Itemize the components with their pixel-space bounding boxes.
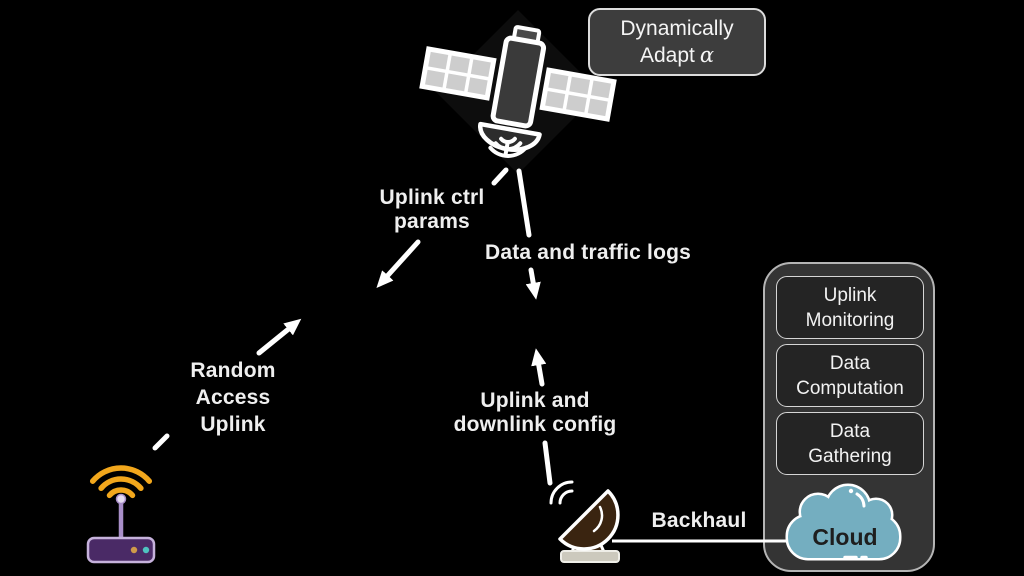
wifi-arcs-icon bbox=[89, 465, 153, 499]
panel-box-label: Data Computation bbox=[796, 352, 904, 399]
random-access-uplink-label: Random Access Uplink bbox=[190, 359, 276, 436]
panel-box-data-gathering: Data Gathering bbox=[776, 412, 924, 475]
data-traffic-logs-arrow bbox=[516, 168, 541, 300]
satellite-icon bbox=[419, 25, 617, 156]
adapt-line1: Dynamically bbox=[620, 16, 734, 40]
random-access-uplink-arrow bbox=[152, 318, 302, 451]
signal-waves-icon bbox=[488, 136, 528, 158]
panel-box-uplink-monitoring: Uplink Monitoring bbox=[776, 276, 924, 339]
cloud-panel: Uplink Monitoring Data Computation Data … bbox=[763, 262, 935, 572]
uplink-downlink-config-arrow bbox=[531, 348, 553, 486]
panel-box-label: Data Gathering bbox=[808, 420, 892, 467]
uplink-ctrl-arrow bbox=[376, 167, 509, 289]
uplink-ctrl-params-label: Uplink ctrl params bbox=[379, 186, 485, 233]
panel-box-label: Uplink Monitoring bbox=[805, 284, 895, 331]
router-icon bbox=[86, 465, 156, 564]
cloud-label: Cloud bbox=[812, 524, 878, 550]
backhaul-label: Backhaul bbox=[651, 509, 747, 532]
data-traffic-logs-label: Data and traffic logs bbox=[484, 241, 692, 264]
uplink-downlink-config-label: Uplink and downlink config bbox=[453, 389, 617, 436]
satellite-dish-icon bbox=[549, 480, 620, 563]
panel-box-data-computation: Data Computation bbox=[776, 344, 924, 407]
alpha-symbol: α bbox=[699, 42, 715, 67]
cloud-icon bbox=[785, 483, 902, 561]
